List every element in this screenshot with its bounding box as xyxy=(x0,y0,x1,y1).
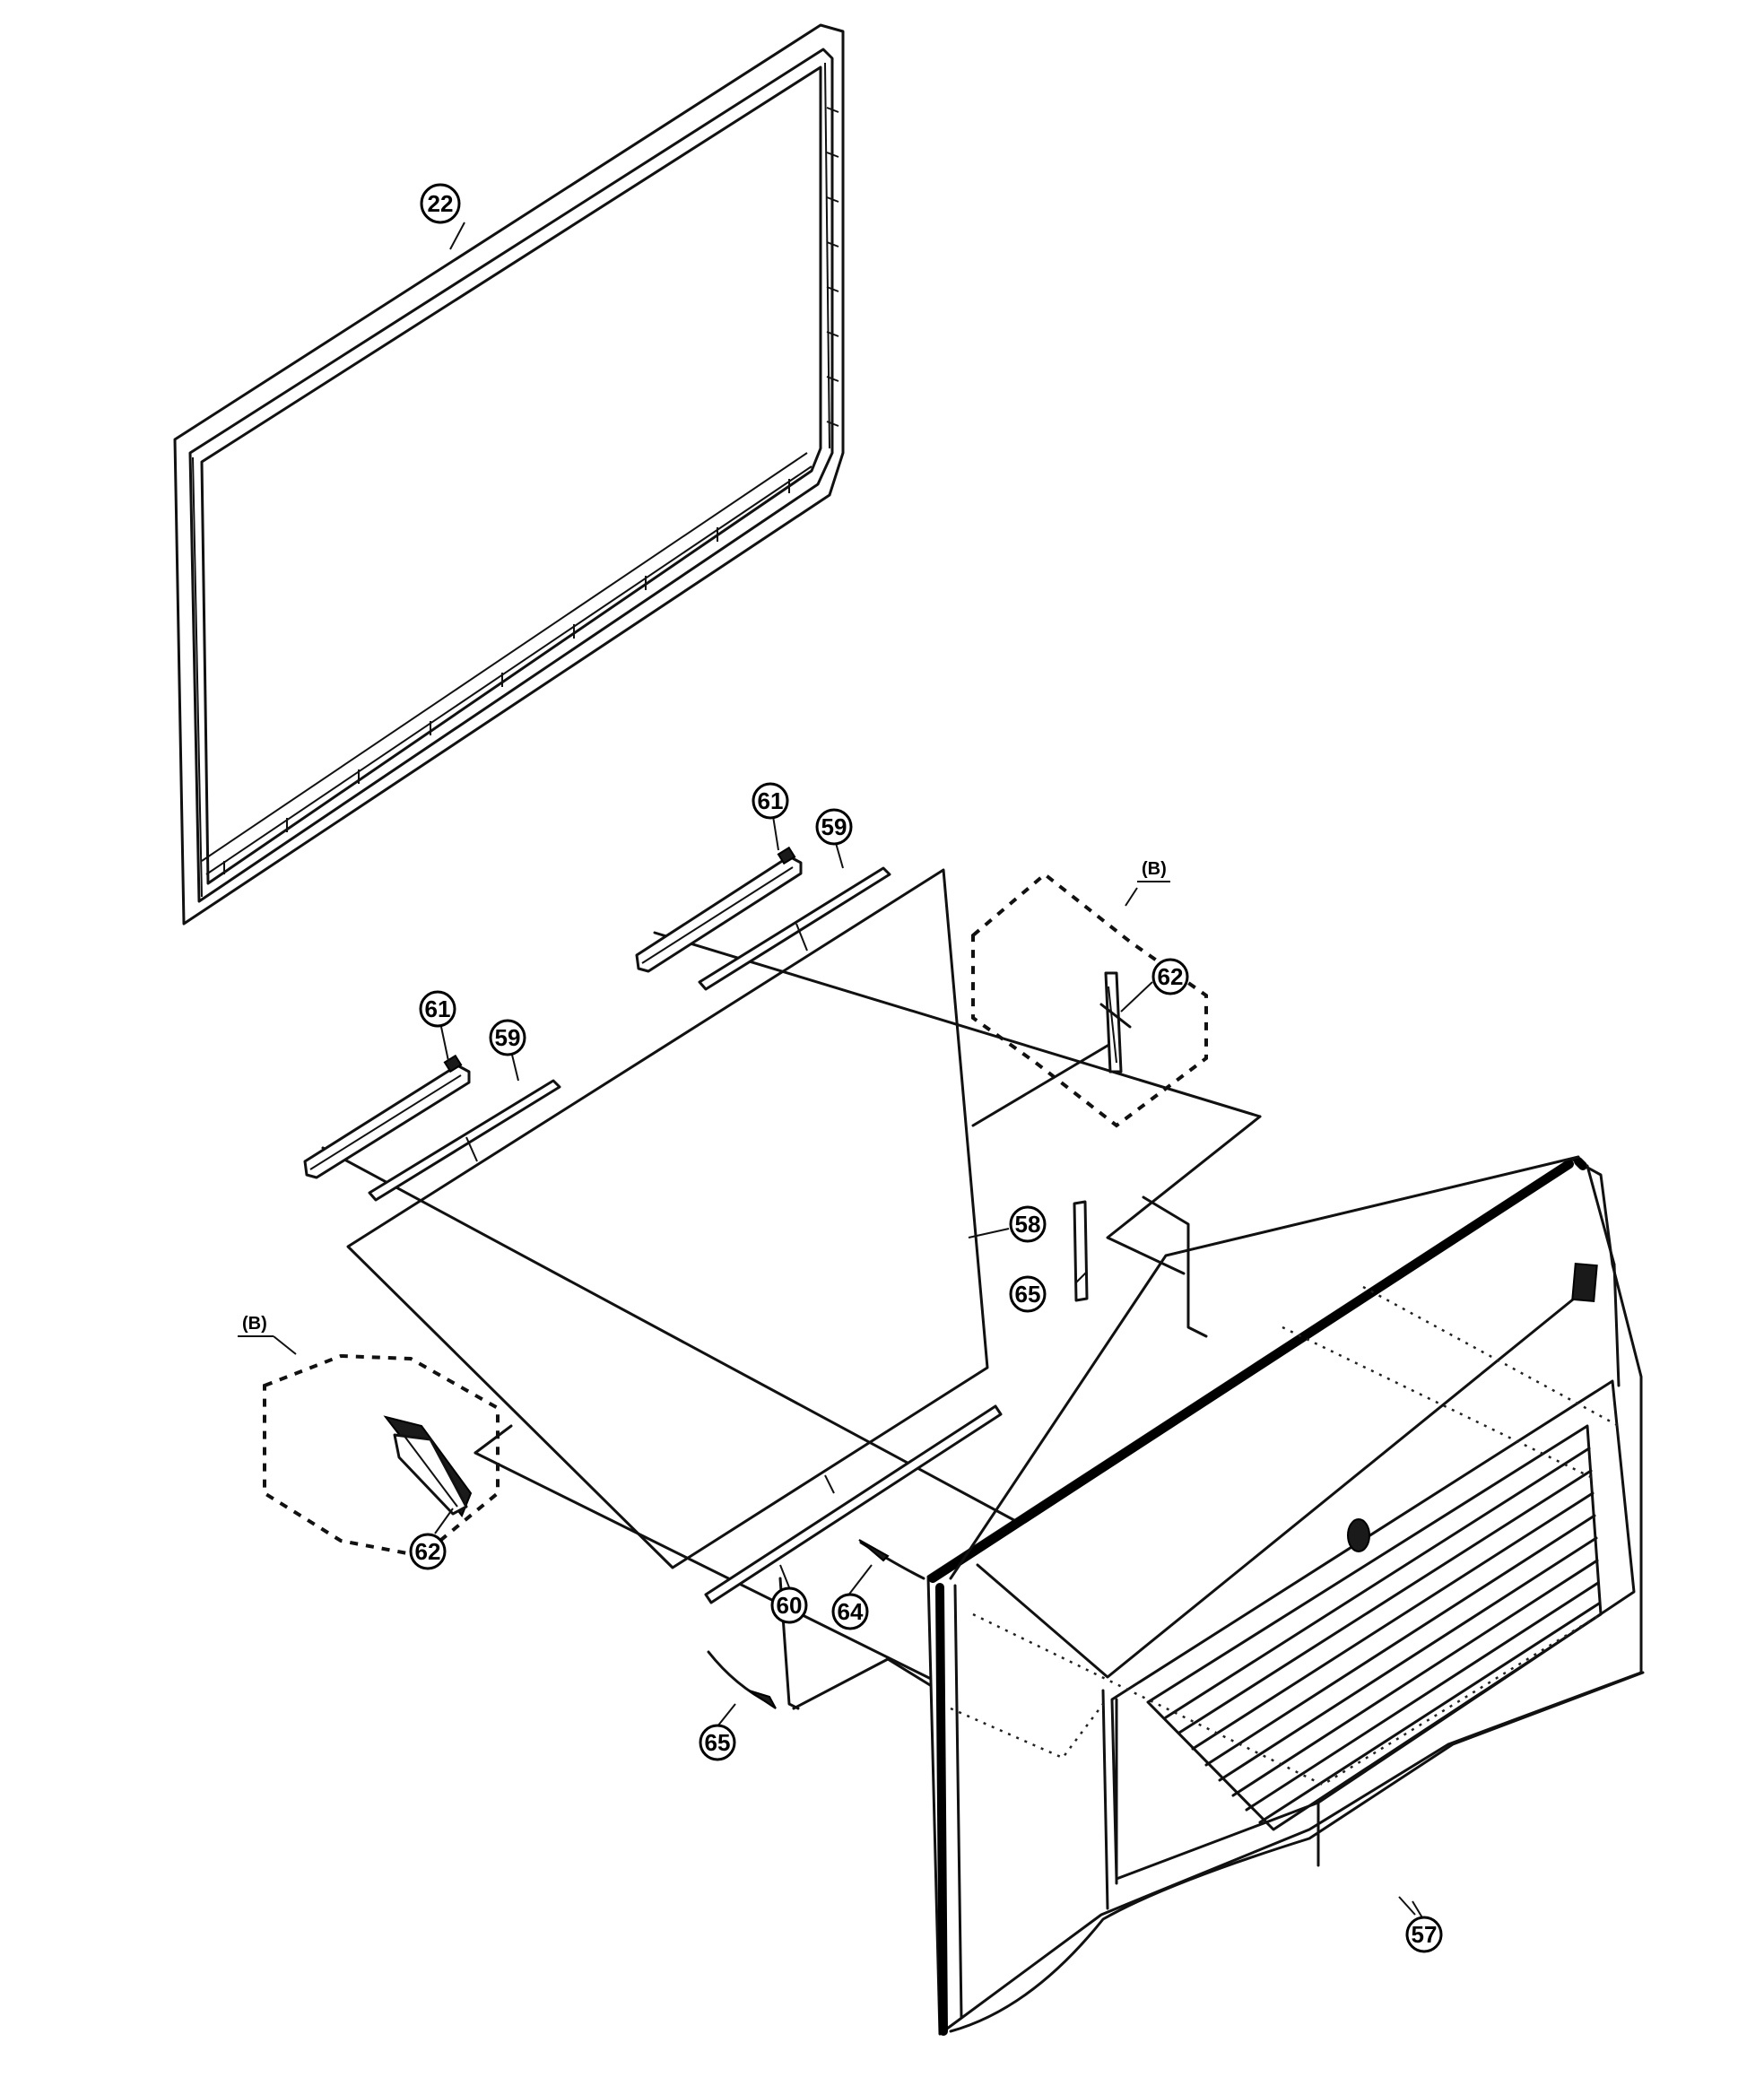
callout-65-left: 65 xyxy=(699,1724,736,1761)
detail-b-right-label: (B) xyxy=(1142,859,1167,879)
screen-frame-part xyxy=(173,23,845,926)
callout-57: 57 xyxy=(1405,1916,1443,1953)
svg-text:59: 59 xyxy=(821,813,847,840)
strip-59-lower xyxy=(368,1079,561,1202)
callout-58: 58 xyxy=(1009,1205,1047,1243)
strip-59-upper xyxy=(698,866,891,991)
strip-65-right xyxy=(1073,1200,1089,1302)
callout-60: 60 xyxy=(770,1586,808,1624)
callout-61-lower: 61 xyxy=(419,990,456,1028)
svg-text:65: 65 xyxy=(705,1729,731,1756)
assembly-lines xyxy=(321,931,1262,1728)
callout-61-upper: 61 xyxy=(752,782,789,820)
svg-text:62: 62 xyxy=(1158,963,1184,990)
svg-text:60: 60 xyxy=(777,1592,803,1619)
svg-text:61: 61 xyxy=(425,995,451,1022)
mirror-part xyxy=(346,868,989,1569)
svg-text:61: 61 xyxy=(758,787,784,814)
cabinet-part xyxy=(926,1155,1645,2036)
leader-lines xyxy=(434,815,1416,1916)
bracket-61-upper xyxy=(635,846,803,973)
strip-60 xyxy=(704,1404,1003,1604)
callout-64: 64 xyxy=(831,1593,869,1630)
detail-b-left: (B) xyxy=(238,1314,500,1559)
callout-65-right: 65 xyxy=(1009,1275,1047,1313)
detail-b-left-label: (B) xyxy=(242,1314,267,1334)
detail-b-right: (B) xyxy=(971,859,1208,1128)
svg-text:22: 22 xyxy=(428,190,454,217)
svg-text:57: 57 xyxy=(1412,1921,1438,1948)
clip-65-left xyxy=(707,1650,777,1709)
leader-line xyxy=(449,222,465,250)
svg-text:64: 64 xyxy=(838,1598,864,1625)
callout-62-right: 62 xyxy=(1151,958,1189,995)
callout-59-lower: 59 xyxy=(489,1019,526,1056)
mirror-clip-mark xyxy=(824,1474,835,1494)
callout-62-left: 62 xyxy=(409,1533,447,1570)
svg-text:59: 59 xyxy=(495,1024,521,1051)
bracket-61-lower xyxy=(303,1054,471,1179)
svg-text:62: 62 xyxy=(415,1538,441,1565)
callout-59-upper: 59 xyxy=(815,808,853,846)
svg-text:58: 58 xyxy=(1015,1211,1041,1238)
svg-text:65: 65 xyxy=(1015,1281,1041,1308)
callout-22: 22 xyxy=(420,183,461,224)
clip-64 xyxy=(858,1539,925,1580)
